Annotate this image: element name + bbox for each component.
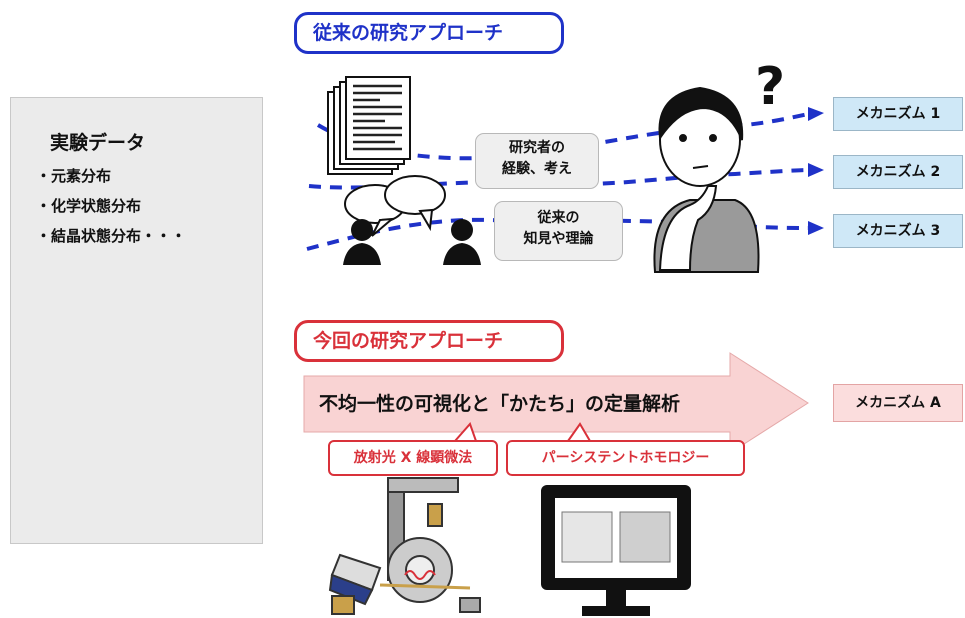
callout-researcher-experience: 研究者の 経験、考え — [475, 133, 599, 189]
mechanism-a-box: メカニズム A — [833, 384, 963, 422]
big-arrow — [303, 352, 809, 454]
discussion-icon — [343, 175, 481, 265]
exp-item-chemical-state: ・化学状態分布 — [36, 197, 142, 215]
question-mark: ? — [755, 57, 785, 117]
new-approach-title: 今回の研究アプローチ — [294, 320, 564, 362]
tag-xray-microscopy: 放射光 X 線顕微法 — [328, 440, 498, 476]
mechanism-2-box: メカニズム 2 — [833, 155, 963, 189]
documents-icon — [327, 76, 411, 175]
mechanism-3-box: メカニズム 3 — [833, 214, 963, 248]
microscope-icon — [328, 477, 481, 615]
callout-line: 研究者の — [509, 140, 565, 156]
mechanism-1-box: メカニズム 1 — [833, 97, 963, 131]
exp-item-element-distribution: ・元素分布 — [36, 167, 112, 185]
callout-line: 知見や理論 — [523, 231, 594, 247]
arrow-text: 不均一性の可視化と「かたち」の定量解析 — [319, 393, 681, 415]
experimental-data-panel — [10, 97, 263, 544]
exp-item-crystal-state: ・結晶状態分布・・・ — [36, 227, 187, 245]
callout-line: 経験、考え — [502, 161, 572, 177]
callout-conventional-theory: 従来の 知見や理論 — [494, 201, 623, 261]
tag-persistent-homology: パーシステントホモロジー — [506, 440, 745, 476]
callout-line: 従来の — [537, 210, 580, 226]
conventional-approach-title: 従来の研究アプローチ — [294, 12, 564, 54]
monitor-icon — [541, 485, 691, 616]
thinking-person-icon — [653, 86, 760, 273]
experimental-data-title: 実験データ — [50, 132, 146, 154]
flow-arrowheads — [808, 107, 824, 235]
